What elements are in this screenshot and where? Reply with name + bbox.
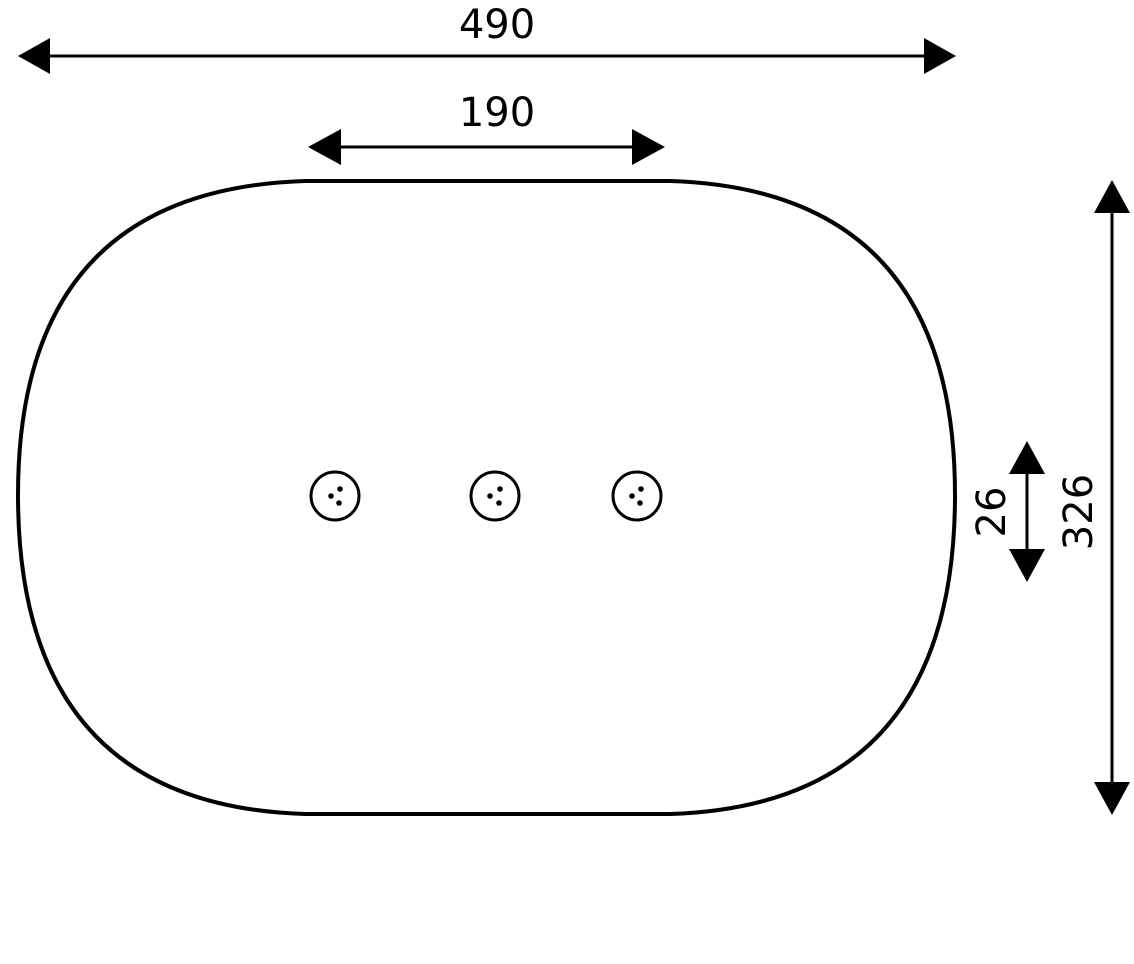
flat-length-dimension: 190 — [308, 90, 665, 165]
flat-length-arrow-left — [308, 129, 341, 165]
overall-height-label: 326 — [1056, 474, 1102, 550]
hole-diameter-arrow-down — [1009, 549, 1045, 582]
flat-length-label: 190 — [459, 90, 535, 136]
hole-diameter-label: 26 — [969, 487, 1015, 538]
overall-width-arrow-right — [924, 38, 956, 74]
overall-height-arrow-down — [1094, 782, 1130, 815]
button-hole-left — [309, 470, 361, 522]
overall-height-dimension: 326 — [1056, 180, 1130, 815]
button-hole-center — [469, 470, 521, 522]
button-hole-right — [611, 470, 663, 522]
overall-width-label: 490 — [459, 2, 535, 48]
overall-width-dimension: 490 — [18, 2, 956, 74]
overall-height-arrow-up — [1094, 180, 1130, 213]
hole-diameter-dimension: 26 — [969, 441, 1045, 582]
overall-width-arrow-left — [18, 38, 50, 74]
hole-diameter-arrow-up — [1009, 441, 1045, 474]
flat-length-arrow-right — [632, 129, 665, 165]
oval-outline — [15, 179, 958, 816]
